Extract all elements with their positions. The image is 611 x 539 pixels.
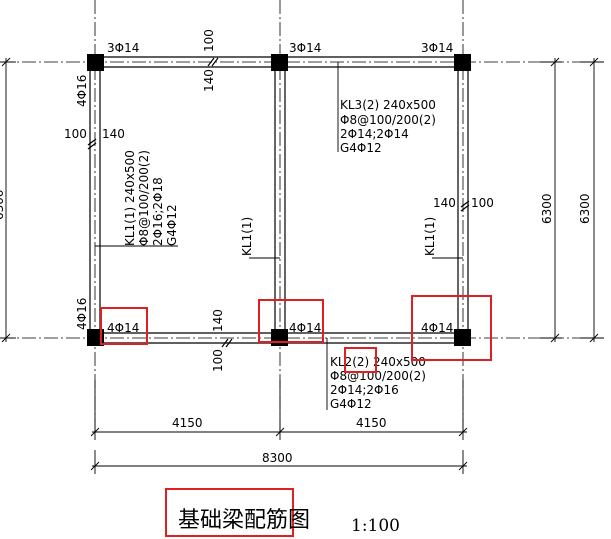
bottom-rebar-mid: 4Φ14 [289,321,321,335]
kl3-annotation: KL3(2) 240x500 Φ8@100/200(2) 2Φ14;2Φ14 G… [337,62,436,155]
highlight-boxes [100,295,492,537]
bottom-rebar-left: 4Φ14 [107,321,139,335]
dimension-bays: 4150 4150 [90,380,468,440]
offset-140-top: 140 [202,69,216,92]
offset-140-left: 140 [102,127,125,141]
dim-total: 8300 [262,451,293,465]
kl3-line-2: Φ8@100/200(2) [340,113,436,127]
dimension-height-inner: 6300 [540,57,562,343]
top-rebar-mid: 3Φ14 [289,41,321,55]
kl2-line-4: G4Φ12 [330,397,372,411]
column-bottom-mid [271,329,288,346]
offset-100-left: 100 [64,127,87,141]
highlight-bottom-left [100,307,148,345]
beam-right [457,62,469,338]
column-top-right [454,54,471,71]
offset-100-top: 100 [202,29,216,52]
column-top-mid [271,54,288,71]
dim-height-inner: 6300 [540,193,554,224]
kl3-line-1: KL3(2) 240x500 [340,98,436,112]
highlight-kl2 [344,347,377,373]
bottom-rebar-right: 4Φ14 [421,321,453,335]
drawing-title: 基础梁配筋图 [178,508,310,533]
dim-bay-right: 4150 [356,416,387,430]
column-top-left [87,54,104,71]
kl3-line-4: G4Φ12 [340,141,382,155]
top-rebar-left: 3Φ14 [107,41,139,55]
kl1-left-line-3: 2Φ16;2Φ18 [151,177,165,246]
kl1-right-annotation: KL1(1) [423,217,463,259]
drawing-scale: 1:100 [351,516,400,536]
highlight-bottom-mid [258,299,324,343]
dim-bay-left: 4150 [172,416,203,430]
beam-middle [274,62,286,338]
highlight-bottom-right [411,295,492,361]
dim-height-outer: 6300 [578,193,592,224]
dimension-height-outer: 6300 [578,57,604,343]
dim-height-left: 6300 [0,189,6,220]
column-bottom-right [454,329,471,346]
beam-left [89,62,101,338]
offset-140-right: 140 [433,196,456,210]
left-rebar-bottom: 4Φ16 [75,298,89,330]
offset-100-bottom: 100 [211,349,225,372]
break-marks [87,57,470,348]
column-bottom-left [87,329,104,346]
kl2-line-1: KL2(2) 240x500 [330,355,426,369]
dimension-height-left: 6300 [0,57,16,343]
kl1-right-label: KL1(1) [423,217,437,256]
offset-100-right: 100 [471,196,494,210]
offset-140-bottom: 140 [211,309,225,332]
highlight-title [165,488,294,537]
kl1-left-annotation: KL1(1) 240x500 Φ8@100/200(2) 2Φ16;2Φ18 G… [95,150,179,247]
kl1-left-line-1: KL1(1) 240x500 [123,150,137,246]
kl1-left-line-4: G4Φ12 [165,204,179,246]
kl2-line-3: 2Φ14;2Φ16 [330,383,399,397]
dimension-total: 8300 [90,450,468,474]
left-rebar-top: 4Φ16 [75,75,89,107]
kl1-mid-label: KL1(1) [240,217,254,256]
kl1-left-line-2: Φ8@100/200(2) [137,150,151,246]
top-rebar-right: 3Φ14 [421,41,453,55]
kl1-mid-annotation: KL1(1) [240,217,280,259]
kl3-line-3: 2Φ14;2Φ14 [340,127,409,141]
